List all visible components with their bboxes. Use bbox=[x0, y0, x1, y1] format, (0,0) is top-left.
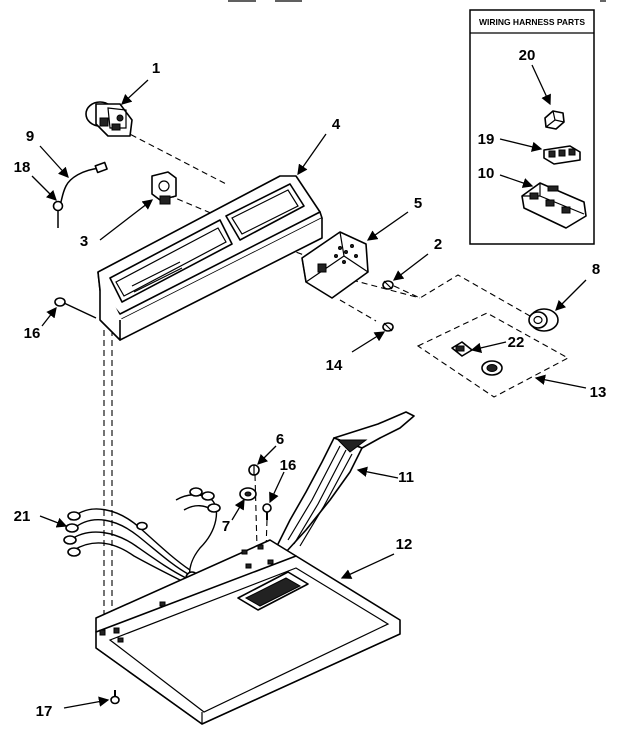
label-18: 18 bbox=[14, 159, 31, 176]
label-1: 1 bbox=[152, 60, 160, 77]
label-22: 22 bbox=[508, 334, 525, 351]
label-6: 6 bbox=[276, 431, 284, 448]
part-5-timer bbox=[301, 231, 369, 299]
part-18-lamp bbox=[52, 200, 64, 228]
part-10-terminal-block bbox=[521, 182, 587, 229]
part-13-knob-assembly bbox=[481, 360, 503, 376]
label-14: 14 bbox=[326, 357, 343, 374]
label-3: 3 bbox=[80, 233, 88, 250]
part-16-screw-right bbox=[262, 503, 272, 520]
label-20: 20 bbox=[519, 47, 536, 64]
wiring-harness-inset: WIRING HARNESS PARTS 20 19 bbox=[469, 9, 595, 245]
label-17: 17 bbox=[36, 703, 53, 720]
part-2-screw bbox=[382, 280, 394, 290]
part-9-wire bbox=[59, 161, 108, 206]
part-20-terminal bbox=[544, 110, 565, 130]
label-5: 5 bbox=[414, 195, 422, 212]
label-19: 19 bbox=[478, 131, 495, 148]
part-21-wire-bundle bbox=[63, 487, 221, 585]
part-22-clip bbox=[451, 341, 473, 357]
part-6-nut bbox=[248, 464, 260, 476]
part-17-screw bbox=[110, 690, 120, 705]
label-10: 10 bbox=[478, 165, 495, 182]
label-13: 13 bbox=[590, 384, 607, 401]
part-7-washer bbox=[239, 487, 257, 501]
alignment-lines bbox=[103, 129, 570, 640]
label-16-right: 16 bbox=[280, 457, 297, 474]
label-7: 7 bbox=[222, 518, 230, 535]
part-4-console bbox=[97, 175, 323, 341]
label-11: 11 bbox=[398, 469, 414, 486]
part-12-top-panel bbox=[95, 539, 401, 725]
label-9: 9 bbox=[26, 128, 34, 145]
label-2: 2 bbox=[434, 236, 442, 253]
part-8-knob bbox=[528, 308, 559, 332]
part-19-connector bbox=[543, 145, 581, 165]
part-14-screw bbox=[382, 322, 394, 332]
part-3-bracket bbox=[151, 171, 177, 205]
inset-title: WIRING HARNESS PARTS bbox=[479, 17, 585, 27]
part-16-screw-left bbox=[54, 297, 97, 319]
label-4: 4 bbox=[332, 116, 341, 133]
label-8: 8 bbox=[592, 261, 600, 278]
label-16-left: 16 bbox=[24, 325, 41, 342]
label-12: 12 bbox=[396, 536, 413, 553]
label-21: 21 bbox=[14, 508, 31, 525]
part-1-switch bbox=[85, 101, 133, 137]
part-11-harness bbox=[275, 411, 415, 553]
